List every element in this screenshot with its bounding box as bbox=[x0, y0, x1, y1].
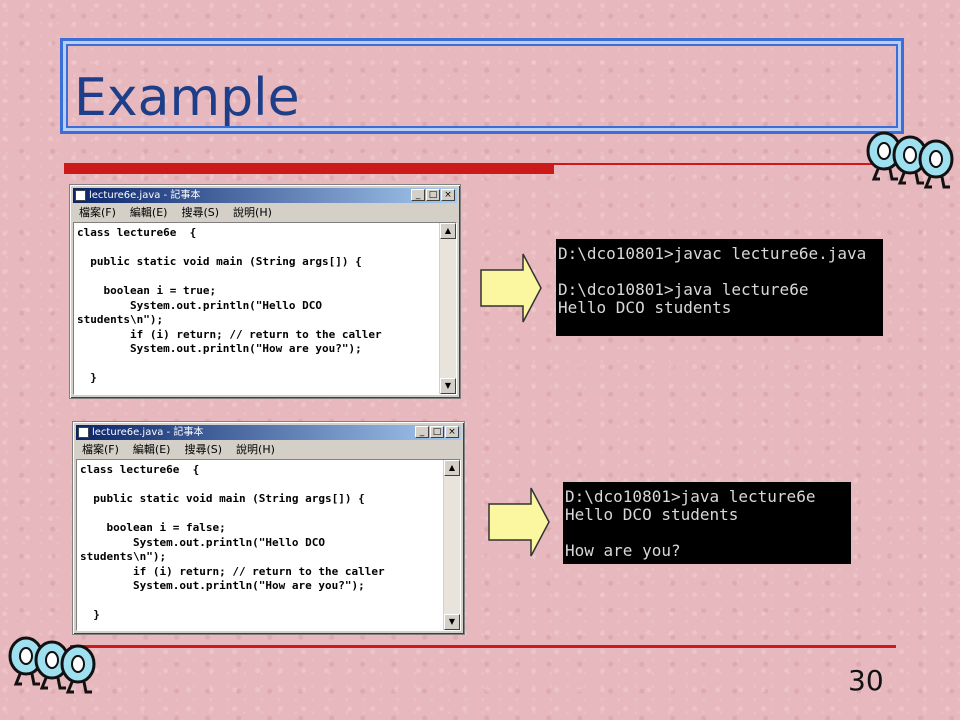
text-editor-area[interactable]: class lecture6e { public static void mai… bbox=[76, 459, 461, 631]
title-underline-thin bbox=[554, 163, 900, 165]
vertical-scrollbar[interactable]: ▲ ▼ bbox=[443, 460, 460, 630]
code-text[interactable]: class lecture6e { public static void mai… bbox=[77, 226, 382, 384]
right-arrow-icon bbox=[488, 487, 550, 557]
menu-edit[interactable]: 編輯(E) bbox=[132, 443, 171, 456]
text-editor-area[interactable]: class lecture6e { public static void mai… bbox=[73, 222, 457, 395]
close-button[interactable]: × bbox=[441, 189, 455, 201]
notepad-window-bottom[interactable]: lecture6e.java - 記事本 _ □ × 檔案(F) 編輯(E) 搜… bbox=[72, 421, 465, 635]
footer-rule bbox=[70, 645, 896, 648]
window-title: lecture6e.java - 記事本 bbox=[89, 190, 201, 201]
window-title: lecture6e.java - 記事本 bbox=[92, 427, 204, 438]
maximize-button[interactable]: □ bbox=[426, 189, 440, 201]
right-arrow-icon bbox=[480, 253, 542, 323]
minimize-button[interactable]: _ bbox=[415, 426, 429, 438]
notepad-window-top[interactable]: lecture6e.java - 記事本 _ □ × 檔案(F) 編輯(E) 搜… bbox=[69, 184, 461, 399]
menu-search[interactable]: 搜尋(S) bbox=[184, 443, 223, 456]
close-button[interactable]: × bbox=[445, 426, 459, 438]
vertical-scrollbar[interactable]: ▲ ▼ bbox=[439, 223, 456, 394]
title-underline-thick bbox=[64, 163, 554, 174]
scroll-up-icon[interactable]: ▲ bbox=[440, 223, 456, 239]
menu-bar: 檔案(F) 編輯(E) 搜尋(S) 說明(H) bbox=[73, 205, 457, 221]
notepad-app-icon bbox=[75, 190, 86, 201]
menu-bar: 檔案(F) 編輯(E) 搜尋(S) 說明(H) bbox=[76, 442, 461, 458]
console-output-bottom: D:\dco10801>java lecture6e Hello DCO stu… bbox=[563, 482, 851, 564]
mascot-icon bbox=[866, 131, 954, 189]
code-text[interactable]: class lecture6e { public static void mai… bbox=[80, 463, 385, 621]
menu-file[interactable]: 檔案(F) bbox=[79, 206, 116, 219]
mascot-icon bbox=[8, 636, 96, 694]
menu-search[interactable]: 搜尋(S) bbox=[181, 206, 220, 219]
minimize-button[interactable]: _ bbox=[411, 189, 425, 201]
slide-title: Example bbox=[74, 68, 300, 128]
scroll-down-icon[interactable]: ▼ bbox=[444, 614, 460, 630]
menu-file[interactable]: 檔案(F) bbox=[82, 443, 119, 456]
scroll-down-icon[interactable]: ▼ bbox=[440, 378, 456, 394]
maximize-button[interactable]: □ bbox=[430, 426, 444, 438]
menu-edit[interactable]: 編輯(E) bbox=[129, 206, 168, 219]
scroll-up-icon[interactable]: ▲ bbox=[444, 460, 460, 476]
console-output-top: D:\dco10801>javac lecture6e.java D:\dco1… bbox=[556, 239, 883, 336]
notepad-app-icon bbox=[78, 427, 89, 438]
menu-help[interactable]: 說明(H) bbox=[233, 206, 272, 219]
window-titlebar[interactable]: lecture6e.java - 記事本 _ □ × bbox=[73, 188, 457, 203]
menu-help[interactable]: 說明(H) bbox=[236, 443, 275, 456]
window-titlebar[interactable]: lecture6e.java - 記事本 _ □ × bbox=[76, 425, 461, 440]
page-number: 30 bbox=[848, 664, 884, 697]
title-frame bbox=[60, 38, 904, 134]
